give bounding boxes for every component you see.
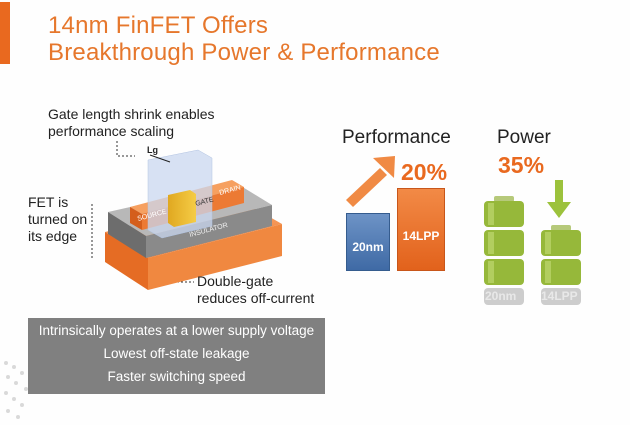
decorative-dot-logo [4,361,28,419]
power-reduction: 35% [498,152,545,178]
feature-panel: Intrinsically operates at a lower supply… [28,318,325,394]
insulator-side [146,205,272,258]
battery-label: 20nm [485,289,517,303]
gate-length-leader [116,141,135,157]
substrate-front [105,232,148,290]
bar-label: 14LPP [402,229,440,243]
performance-bar-14lpp: 14LPP [397,188,445,271]
lg-symbol: Lg [147,145,158,155]
lg-dimension-line [149,154,171,163]
substrate-side [148,224,282,290]
battery-label: 14LPP [541,289,578,303]
feature-item: Faster switching speed [107,369,246,384]
performance-bar-20nm: 20nm [346,213,390,271]
power-down-arrow [547,180,571,218]
slide-title-line-2: Breakthrough Power & Performance [48,39,440,66]
feature-item: Lowest off-state leakage [103,346,250,361]
power-title: Power [497,127,551,148]
gate-region-label: GATE [195,196,215,208]
performance-arrow [346,156,395,207]
fet-edge-label: FET is turned on its edge [28,194,88,244]
fin-front [130,207,142,230]
double-gate-label: Double-gate reduces off-current [197,273,315,306]
insulator-front [108,212,146,258]
battery-14lpp [541,225,581,305]
bar-label: 20nm [352,240,384,254]
performance-improvement: 20% [401,159,448,185]
title-accent-bar [0,2,10,64]
gate-length-label: Gate length shrink enables performance s… [48,106,215,139]
slide-title-line-1: 14nm FinFET Offers [48,12,269,39]
gate-channel [168,190,196,227]
feature-item: Intrinsically operates at a lower supply… [38,323,315,338]
battery-20nm [484,196,524,305]
performance-title: Performance [342,127,451,148]
